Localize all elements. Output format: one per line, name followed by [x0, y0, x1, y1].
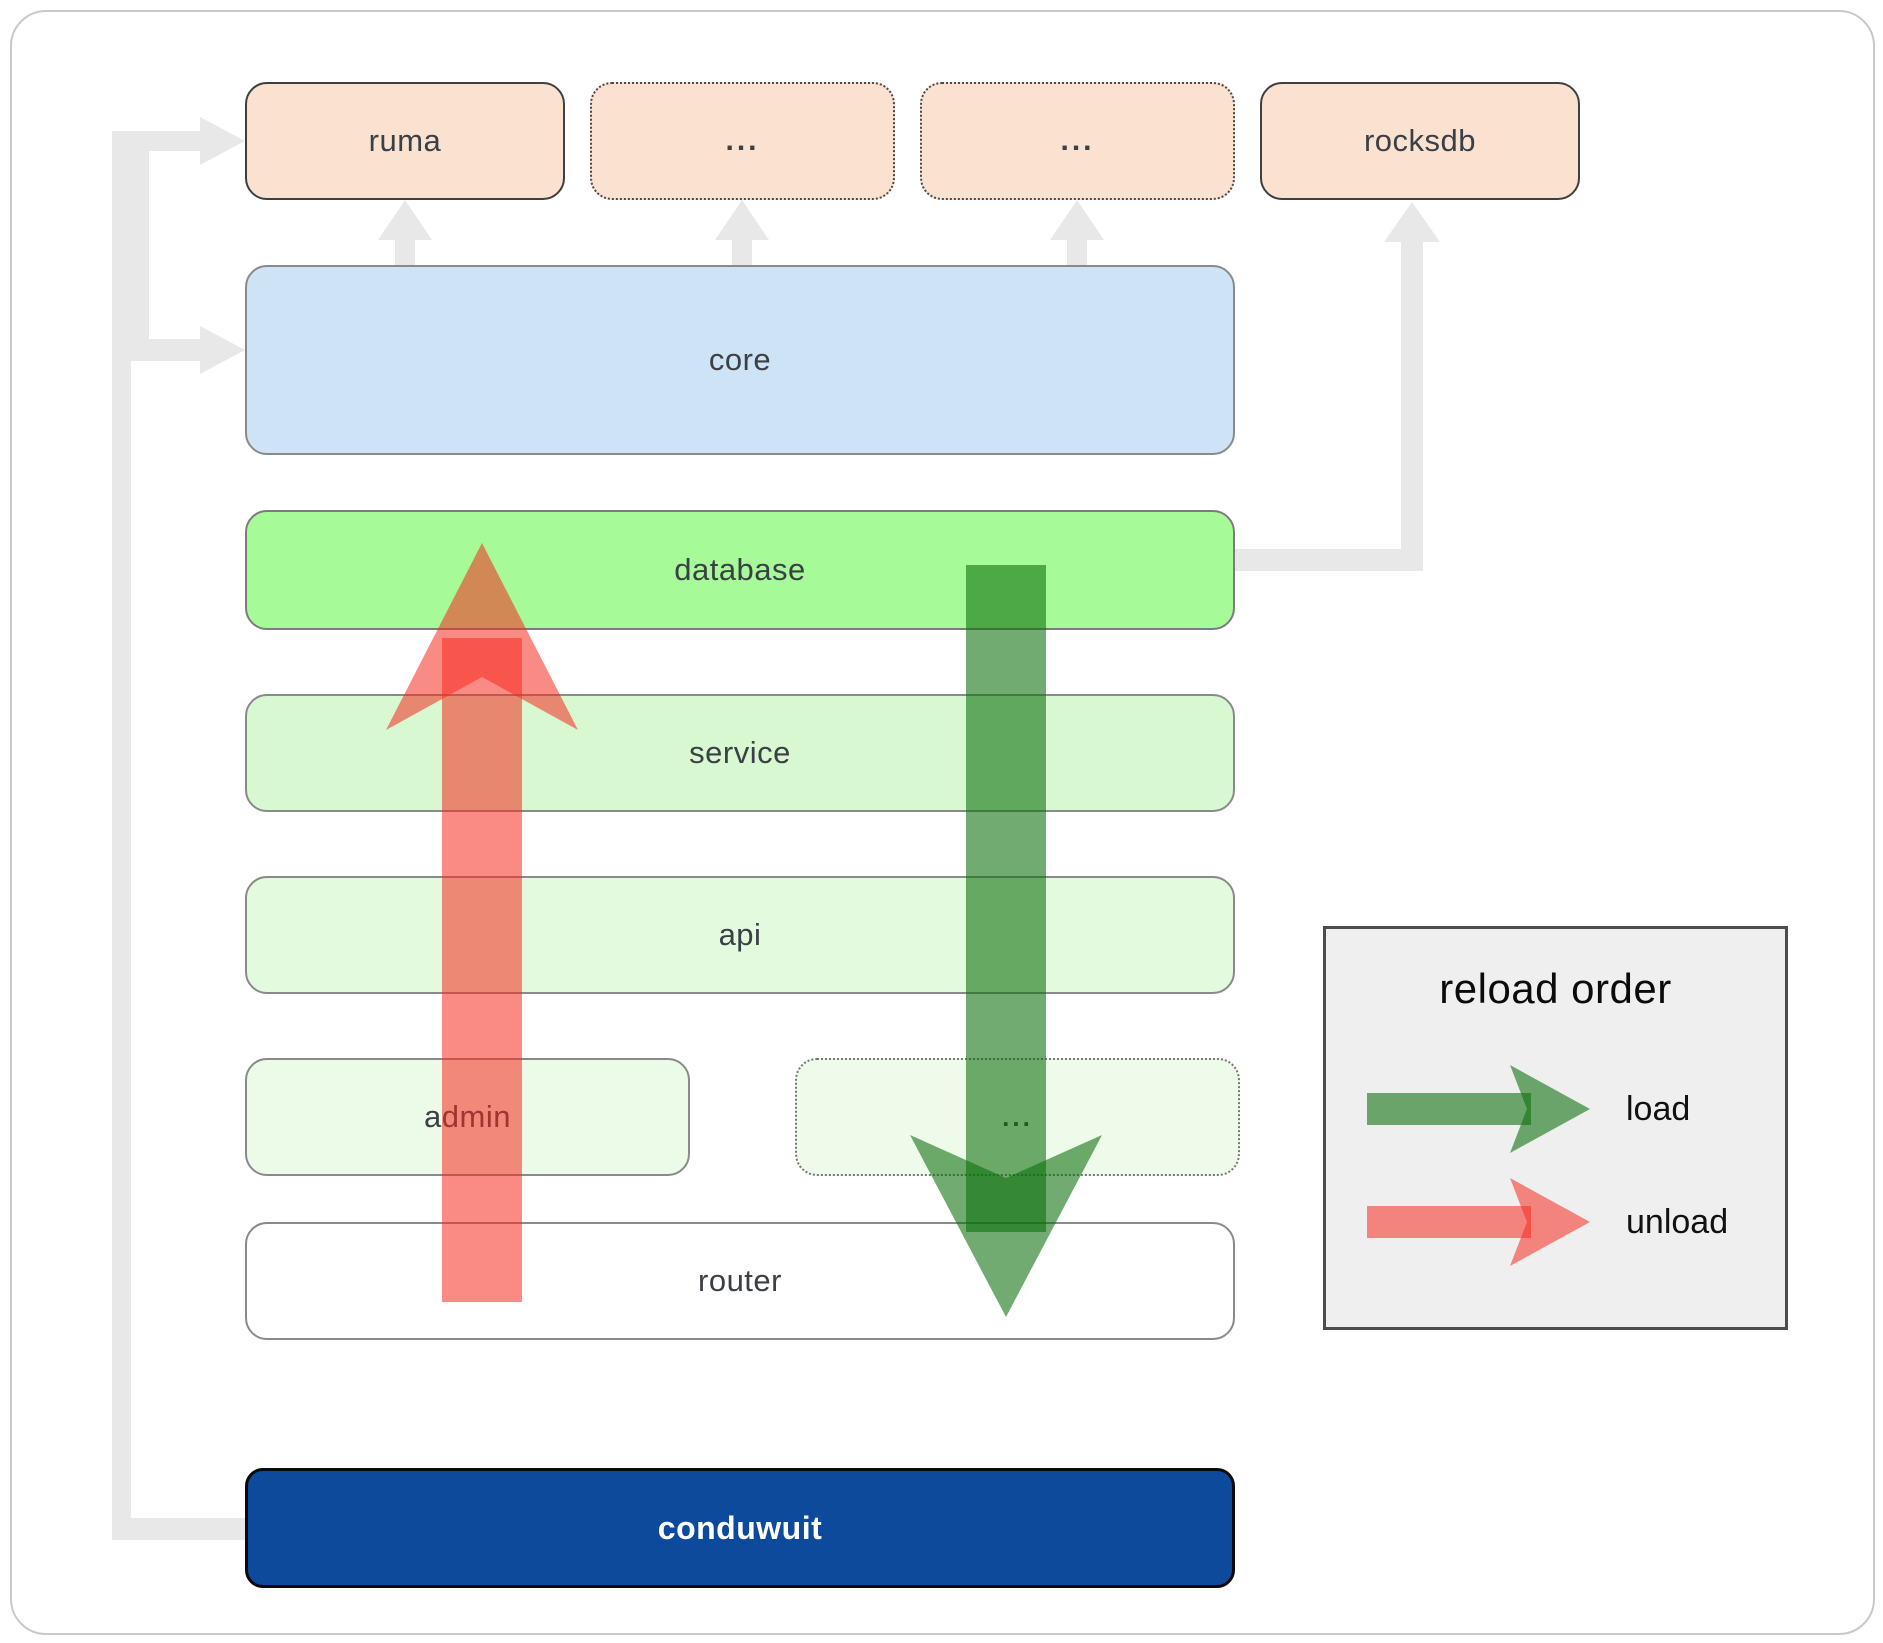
box-rocksdb-label: rocksdb — [1363, 123, 1477, 158]
legend-title: reload order — [1439, 965, 1672, 1012]
box-ruma: ruma — [245, 82, 565, 200]
box-database-label: database — [674, 552, 806, 587]
box-dots-1: ... — [590, 82, 895, 200]
box-dots-2-label: ... — [1060, 124, 1095, 157]
legend-load-label: load — [1626, 1089, 1691, 1128]
legend-load-arrow-icon — [1367, 1065, 1590, 1153]
box-conduwuit: conduwuit — [245, 1468, 1235, 1588]
box-core-label: core — [708, 342, 772, 377]
box-router: router — [245, 1222, 1235, 1340]
box-service: service — [245, 694, 1235, 812]
box-core: core — [245, 265, 1235, 455]
box-router-label: router — [698, 1263, 782, 1298]
box-rocksdb: rocksdb — [1260, 82, 1580, 200]
box-service-label: service — [689, 735, 791, 770]
legend-unload-arrow-icon — [1367, 1178, 1590, 1266]
box-admin-label: admin — [424, 1099, 511, 1134]
legend-unload-label: unload — [1626, 1202, 1729, 1241]
box-dots-1-label: ... — [725, 124, 760, 157]
box-conduwuit-label: conduwuit — [657, 1509, 823, 1546]
box-admin: admin — [245, 1058, 690, 1176]
box-admin-dots-label: ... — [1002, 1101, 1033, 1132]
box-dots-2: ... — [920, 82, 1235, 200]
box-ruma-label: ruma — [368, 123, 442, 158]
outer-frame — [10, 10, 1875, 1635]
legend-panel: reload order load unload — [1323, 926, 1788, 1330]
box-admin-dots: ... — [795, 1058, 1240, 1176]
box-api-label: api — [718, 917, 762, 952]
box-database: database — [245, 510, 1235, 630]
box-api: api — [245, 876, 1235, 994]
